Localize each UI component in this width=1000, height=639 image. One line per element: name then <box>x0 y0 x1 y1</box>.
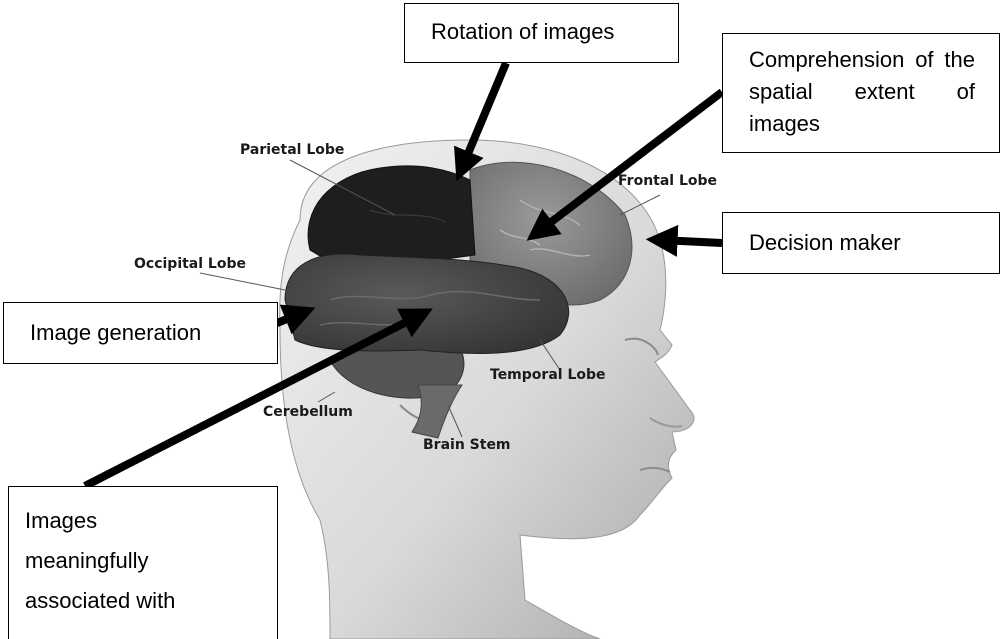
temporal-lobe-region <box>284 253 570 355</box>
arrow-decision <box>645 224 723 257</box>
parietal-lobe-label: Parietal Lobe <box>240 142 345 158</box>
brain-stem-region <box>411 384 463 439</box>
images-callout-line-2: meaningfully <box>25 548 149 573</box>
images-callout-line-1: Images <box>25 508 98 533</box>
arrow-comprehension <box>526 88 725 241</box>
temporal-lobe-label: Temporal Lobe <box>490 367 606 383</box>
images-associated-callout: Images meaningfully associated with <box>8 486 278 639</box>
image-generation-callout: Image generation <box>3 302 278 364</box>
cerebellum-label: Cerebellum <box>263 404 353 420</box>
decision-maker-callout: Decision maker <box>722 212 1000 274</box>
arrow-rotation <box>454 61 510 182</box>
comprehension-callout: Comprehension of the spatial extent of i… <box>722 33 1000 153</box>
brain-stem-label: Brain Stem <box>423 437 511 453</box>
arrow-images <box>83 308 433 490</box>
leader-lines <box>199 159 661 438</box>
images-callout-line-3: associated with <box>25 588 176 613</box>
rotation-callout: Rotation of images <box>404 3 679 63</box>
occipital-lobe-label: Occipital Lobe <box>134 256 246 272</box>
frontal-lobe-label: Frontal Lobe <box>618 173 718 189</box>
